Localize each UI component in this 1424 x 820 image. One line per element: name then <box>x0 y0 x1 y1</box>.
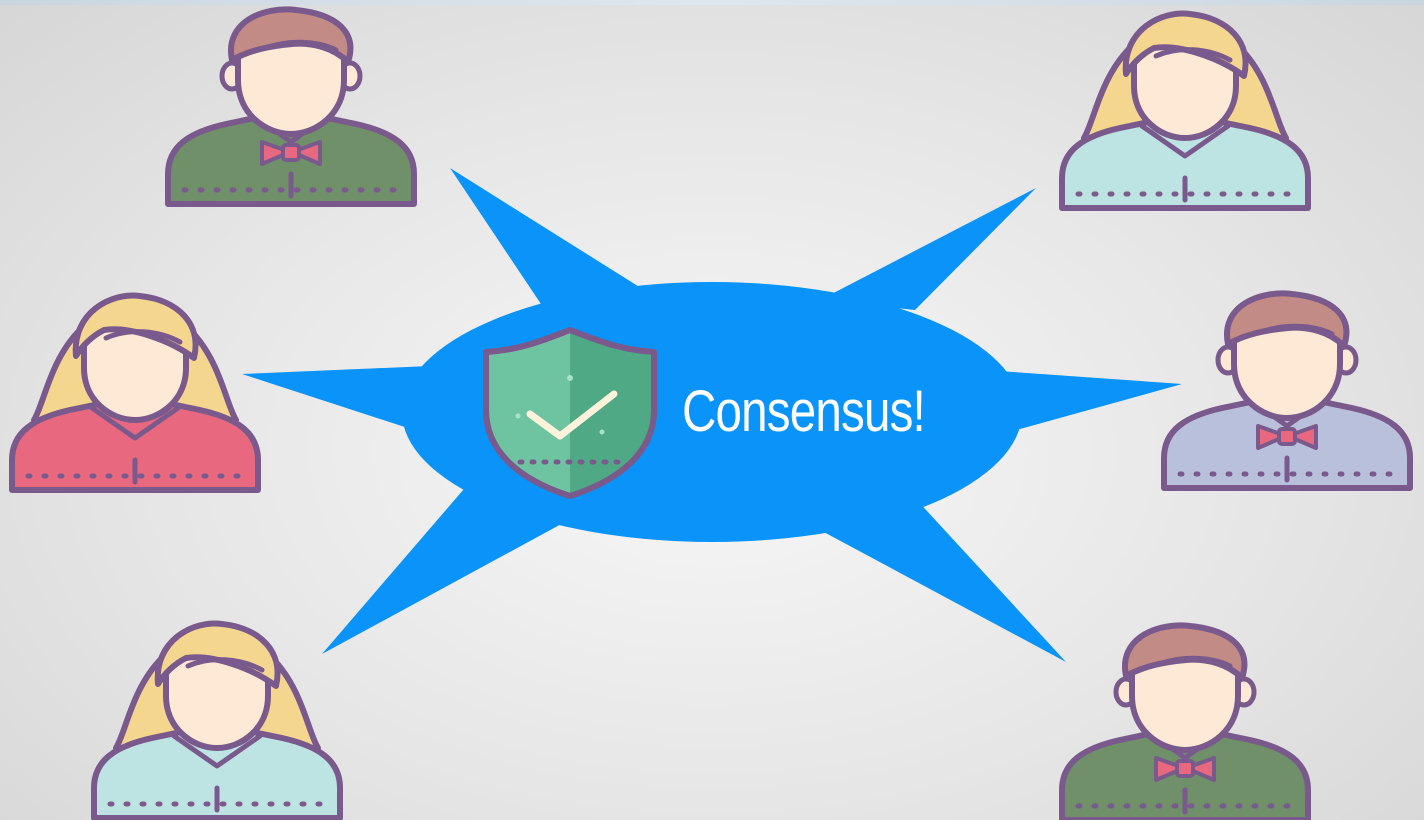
person-top-right-woman-icon <box>1062 14 1308 209</box>
person-bottom-left-woman-icon <box>94 624 340 819</box>
shield-check-icon <box>483 327 657 499</box>
person-middle-left-woman-icon <box>12 296 258 491</box>
top-strip <box>0 0 1424 5</box>
person-bottom-right-man-icon <box>1062 625 1308 820</box>
consensus-label: Consensus! <box>682 379 926 444</box>
person-top-left-man-icon <box>168 9 414 204</box>
person-middle-right-man-icon <box>1164 293 1410 488</box>
